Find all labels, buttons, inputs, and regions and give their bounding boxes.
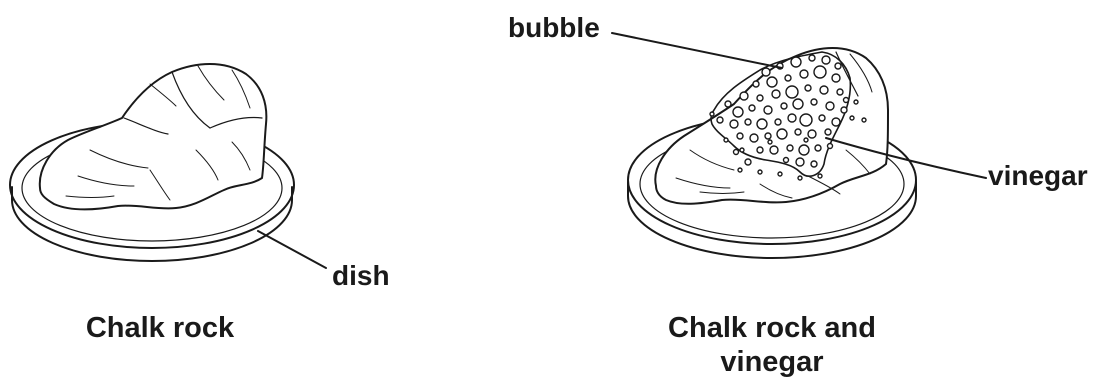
bubble — [757, 95, 763, 101]
bubble — [800, 70, 808, 78]
bubble — [786, 86, 798, 98]
caption-chalk-rock: Chalk rock — [40, 310, 280, 346]
bubble — [862, 118, 866, 122]
bubble — [841, 107, 847, 113]
bubble — [768, 140, 772, 144]
bubble — [798, 176, 802, 180]
bubble — [818, 174, 822, 178]
bubble — [811, 99, 817, 105]
bubble — [826, 102, 834, 110]
bubble-label: bubble — [508, 14, 600, 42]
bubble — [815, 145, 821, 151]
bubble — [805, 85, 811, 91]
left-chalk-rock — [40, 64, 267, 210]
caption-chalk-rock-and-vinegar-line2: vinegar — [612, 344, 932, 380]
bubble — [724, 138, 728, 142]
bubble — [837, 89, 843, 95]
bubble — [808, 130, 816, 138]
bubble — [734, 150, 739, 155]
bubble — [770, 146, 778, 154]
bubble — [811, 161, 817, 167]
bubble — [767, 77, 777, 87]
bubble — [828, 144, 833, 149]
bubble — [738, 168, 742, 172]
dish-label: dish — [332, 262, 390, 290]
bubble — [809, 55, 815, 61]
bubble-pointer-line — [612, 33, 782, 68]
bubble — [777, 129, 787, 139]
bubble — [785, 75, 791, 81]
bubble — [745, 119, 751, 125]
bubble — [757, 147, 763, 153]
bubble — [825, 129, 831, 135]
bubble — [717, 117, 723, 123]
bubble — [832, 118, 840, 126]
bubble — [854, 100, 858, 104]
bubble — [740, 92, 748, 100]
bubble — [795, 129, 801, 135]
bubble — [835, 63, 841, 69]
bubble — [730, 120, 738, 128]
bubble — [733, 107, 743, 117]
bubble — [762, 68, 770, 76]
bubble — [750, 134, 758, 142]
bubble — [740, 148, 744, 152]
bubble — [820, 86, 828, 94]
right-chalk-rock — [655, 48, 888, 204]
bubble — [793, 99, 803, 109]
bubble — [745, 159, 751, 165]
vinegar-label: vinegar — [988, 162, 1088, 190]
caption-chalk-rock-and-vinegar-line1: Chalk rock and — [612, 310, 932, 346]
bubble — [710, 112, 714, 116]
bubble — [725, 101, 731, 107]
bubble — [791, 57, 801, 67]
dish-pointer-line — [258, 231, 326, 268]
bubble — [758, 170, 762, 174]
bubble — [781, 103, 787, 109]
bubble — [737, 133, 743, 139]
bubble — [800, 114, 812, 126]
bubble — [764, 106, 772, 114]
bubble — [822, 56, 830, 64]
bubble — [788, 114, 796, 122]
bubble — [775, 119, 781, 125]
bubble — [765, 133, 771, 139]
bubble — [814, 66, 826, 78]
bubble — [749, 105, 755, 111]
bubble — [819, 115, 825, 121]
bubble — [757, 119, 767, 129]
bubble — [784, 158, 789, 163]
bubble — [799, 145, 809, 155]
bubble — [832, 74, 840, 82]
bubble — [778, 172, 782, 176]
bubble — [804, 138, 808, 142]
bubble — [787, 145, 793, 151]
bubble — [850, 116, 854, 120]
bubble — [796, 158, 804, 166]
bubble — [844, 98, 849, 103]
bubble — [772, 90, 780, 98]
bubble — [753, 81, 759, 87]
